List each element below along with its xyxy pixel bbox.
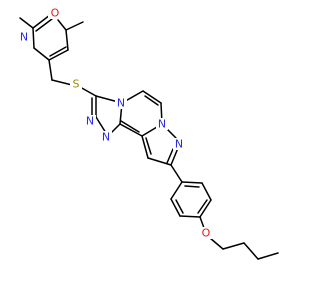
label-bg-pz-n2 bbox=[173, 138, 185, 150]
bond-ph-4 bbox=[199, 199, 212, 218]
bond-ph-1 bbox=[170, 181, 183, 200]
bond-isox-3 bbox=[33, 47, 50, 61]
bond-isox-5 bbox=[65, 29, 69, 51]
bond-ph-6 bbox=[181, 181, 203, 184]
bond-methyl-3 bbox=[19, 17, 34, 29]
bond-butyl-1 bbox=[222, 242, 245, 250]
label-bg-isox-o bbox=[48, 7, 60, 19]
bond-isox-1b bbox=[35, 18, 53, 32]
isoxazole-nitrogen-label: N bbox=[20, 31, 28, 44]
bond-ph-6b bbox=[184, 185, 200, 188]
bond-tz-2 bbox=[95, 116, 107, 134]
bond-isox-6 bbox=[57, 19, 67, 31]
bond-ch2-s bbox=[51, 79, 73, 86]
bond-pz-4 bbox=[141, 135, 149, 159]
bond-butyl-2 bbox=[243, 242, 259, 260]
bond-ph-2b bbox=[175, 199, 184, 214]
bond-o-ch2 bbox=[209, 237, 224, 250]
bond-ph-4b bbox=[197, 199, 208, 214]
bond-isox-2 bbox=[32, 27, 35, 49]
molecule-structure-diagram: O N S N N N N N O bbox=[17, 6, 279, 260]
atom-labels: O N S N N N N N O bbox=[17, 7, 212, 240]
triazole-nitrogen-label-1: N bbox=[86, 115, 94, 128]
bond-s-c bbox=[79, 86, 97, 97]
molecule-canvas: O N S N N N N N O bbox=[17, 6, 279, 260]
bonds bbox=[19, 14, 279, 260]
bond-pyr-2b bbox=[144, 95, 159, 106]
bond-o-ar bbox=[199, 216, 205, 229]
label-bg-pz-n1 bbox=[156, 118, 168, 130]
pyrazole-bridge-nitrogen-label: N bbox=[158, 118, 166, 131]
bond-pz-4b bbox=[145, 137, 152, 155]
label-bg-tz-n1 bbox=[115, 97, 127, 109]
bond-pz-2b bbox=[166, 148, 174, 164]
ether-oxygen-label: O bbox=[202, 227, 211, 240]
bond-ch2 bbox=[48, 59, 53, 81]
bond-pyr-2 bbox=[142, 90, 162, 104]
triazole-nitrogen-label-2: N bbox=[102, 131, 110, 144]
label-bg-ether-o bbox=[200, 227, 212, 239]
bond-pyr-5 bbox=[119, 123, 143, 137]
bond-methyl-5 bbox=[65, 21, 84, 31]
bond-ph-5 bbox=[201, 182, 212, 201]
bond-isox-4b bbox=[49, 46, 67, 57]
bond-pz-2 bbox=[170, 147, 179, 166]
pyrazole-nitrogen-label: N bbox=[175, 138, 183, 151]
bond-pyr-5b bbox=[120, 120, 140, 133]
label-bg-isox-n bbox=[17, 31, 29, 43]
label-bg-tz-n3 bbox=[100, 131, 112, 143]
isoxazole-oxygen-label: O bbox=[51, 7, 60, 20]
bond-isox-4 bbox=[48, 49, 69, 61]
bond-ph-3 bbox=[179, 215, 201, 218]
bond-butyl-3 bbox=[257, 252, 279, 260]
label-bg-tz-n2 bbox=[84, 115, 96, 127]
triazole-bridge-nitrogen-label: N bbox=[117, 97, 125, 110]
bond-ph-2 bbox=[170, 198, 181, 217]
thioether-sulfur-label: S bbox=[73, 78, 80, 91]
bond-isox-1 bbox=[32, 14, 51, 29]
label-bg-s bbox=[70, 78, 82, 91]
bond-ph-link bbox=[170, 164, 183, 183]
bond-pz-3 bbox=[147, 157, 172, 166]
